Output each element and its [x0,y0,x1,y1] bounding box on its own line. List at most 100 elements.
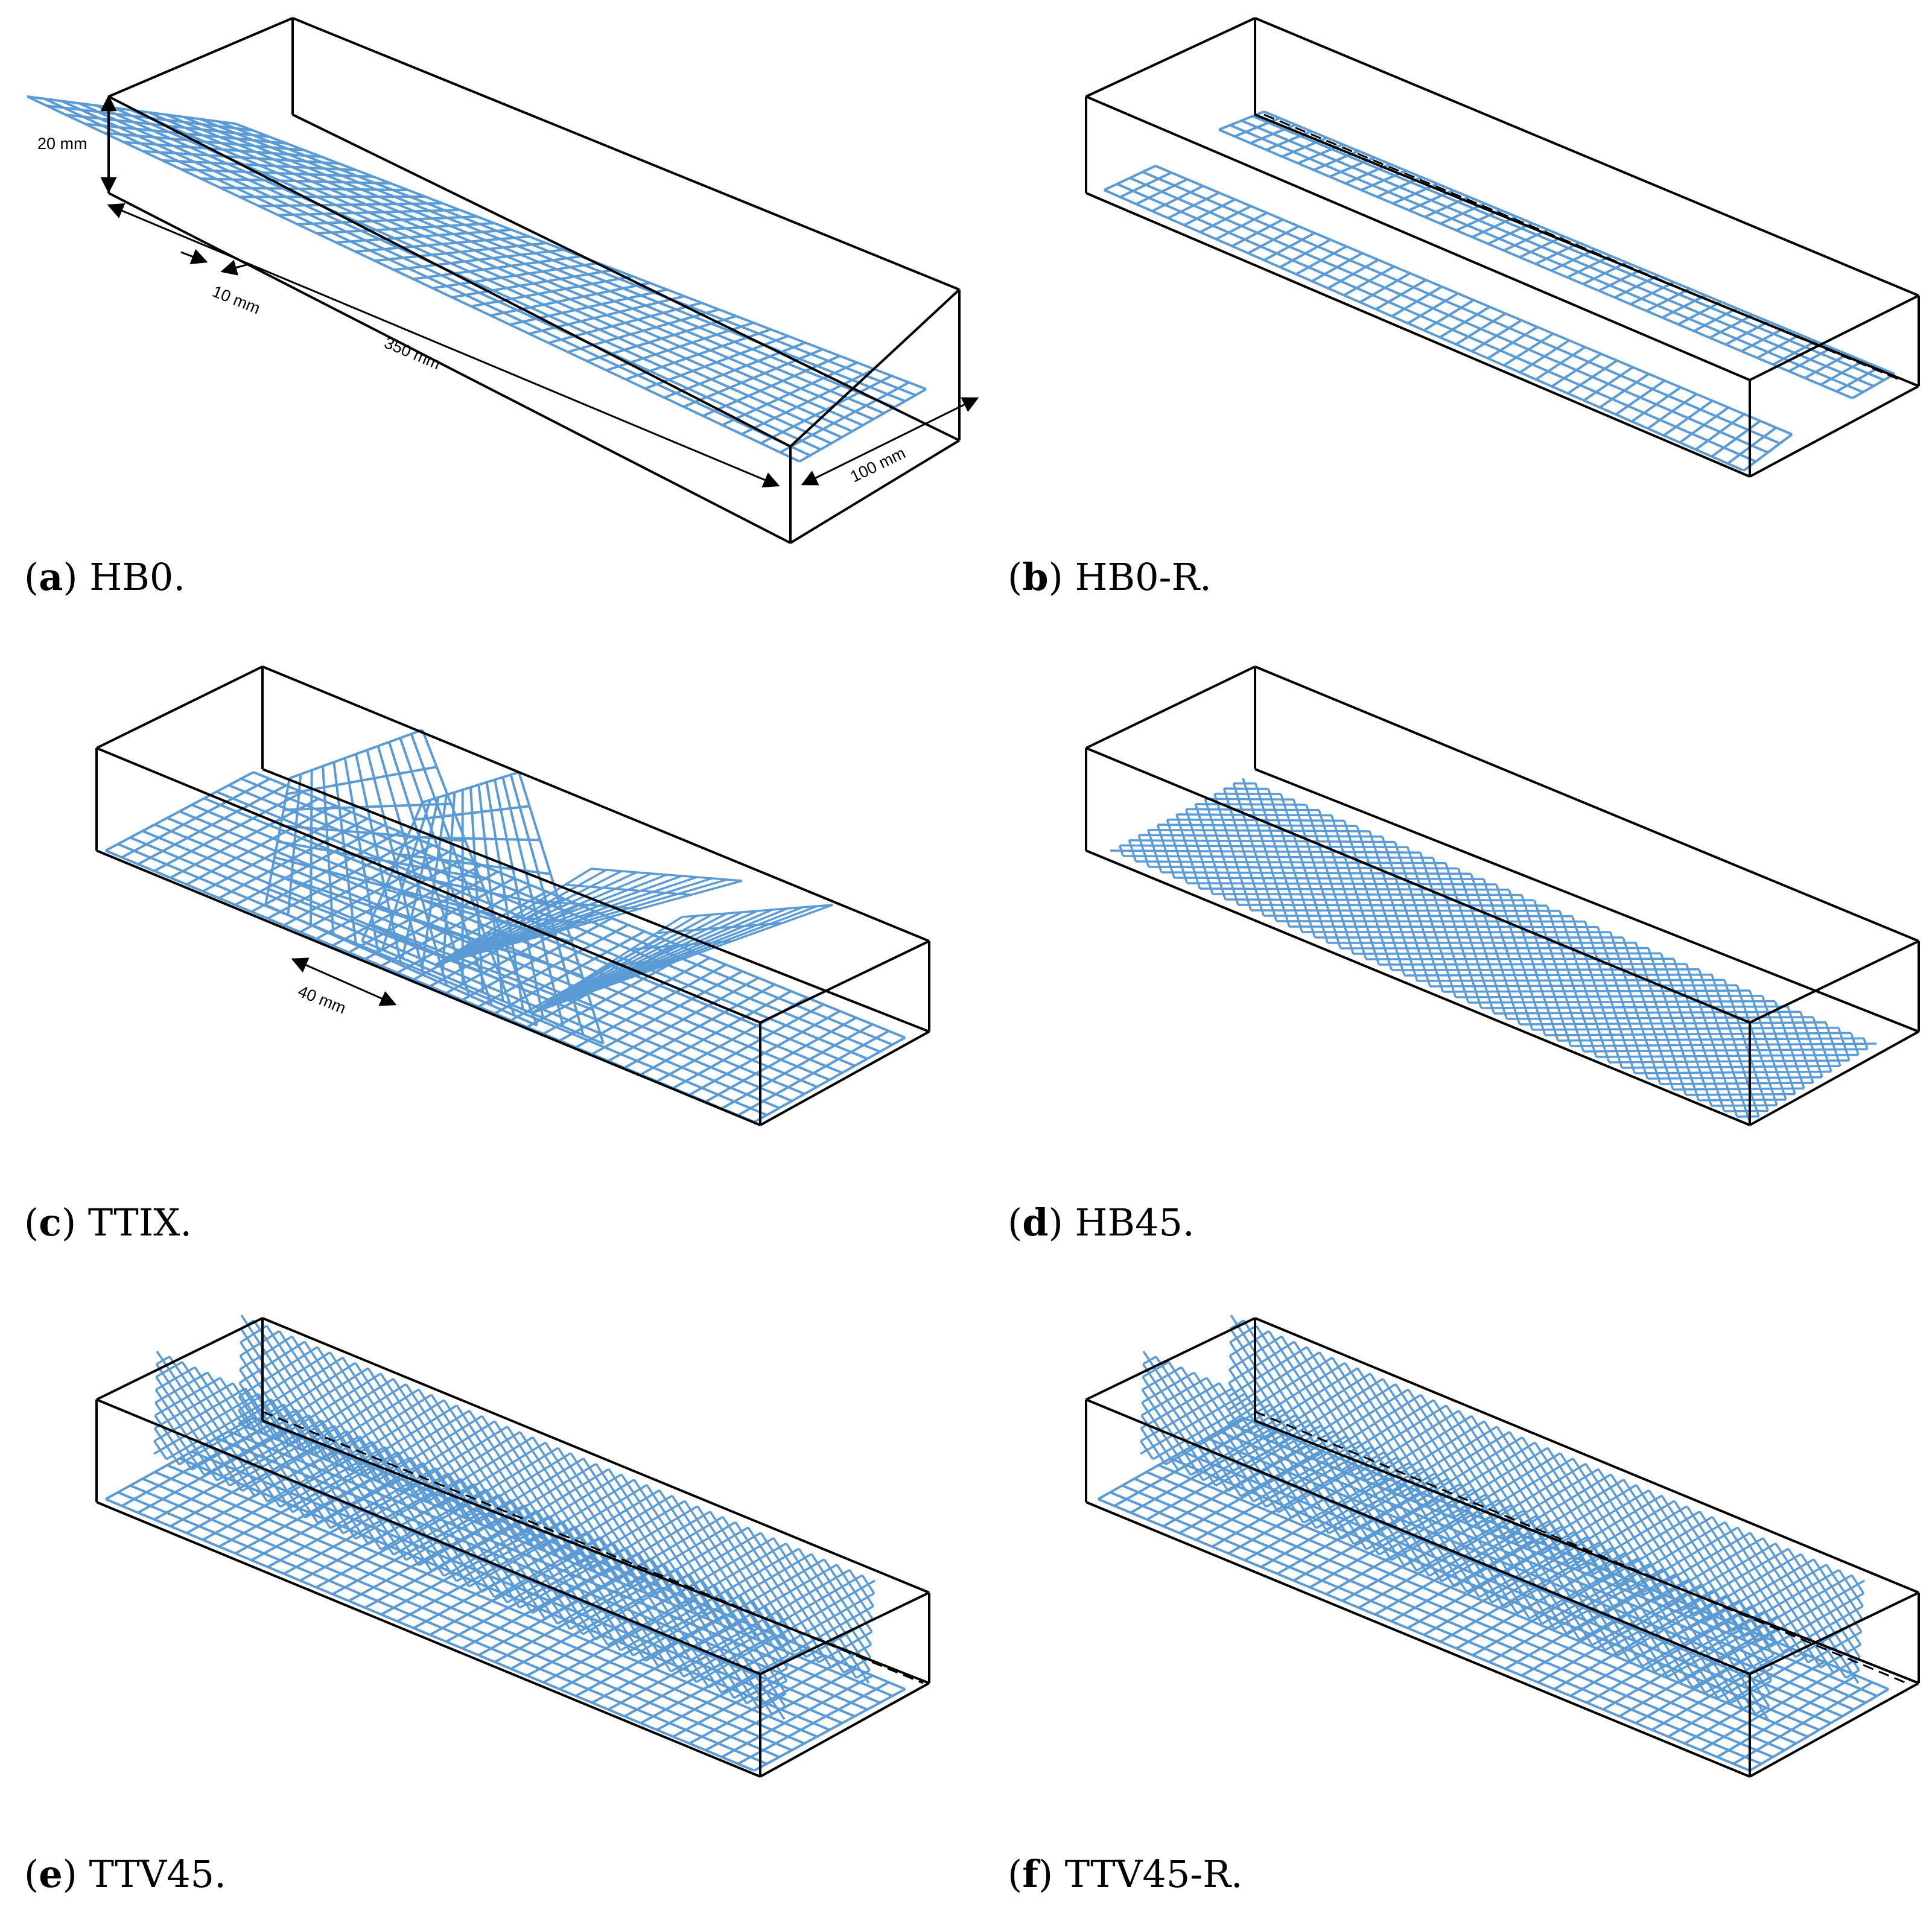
box-edge [1254,665,1919,942]
box-edge [96,1398,761,1675]
mesh-wire [1252,115,1885,381]
mesh-wire [1648,1489,1746,1637]
mesh-wire [392,871,562,909]
mesh-wire [1242,778,1291,927]
mesh-wire [570,1452,669,1601]
mesh-wire [582,1457,681,1606]
box-edge [1254,17,1919,297]
mesh-wire [392,1378,492,1528]
mesh-wire [1596,1053,1859,1058]
mesh-wire [1737,1527,1834,1673]
mesh-wire [771,1705,786,1715]
mesh-wire [1736,985,1778,1106]
dim-offset-label: 40 mm [296,982,349,1018]
box-edge [262,1317,930,1594]
panel-f-diagram [1085,1315,1920,1778]
mesh-wire [1116,183,1756,463]
mesh-wire [240,777,893,1046]
mesh-wire [1142,171,1781,445]
dim-spacing-label: 10 mm [210,282,263,318]
box-b [1085,17,1920,478]
mesh-wire [486,931,538,939]
mesh-layer-b-top [1218,110,1895,399]
mesh-wire [1368,831,1419,982]
mesh-wire [747,1527,845,1673]
mesh-wire [1838,1569,1864,1607]
mesh-wire [1241,119,1874,387]
mesh-wire [565,883,691,896]
mesh-layer-f-base [1098,1416,1890,1772]
mesh-wire [818,1631,872,1664]
mesh-wire [1850,1032,1860,1056]
mesh-wire [1624,1552,1719,1699]
mesh-wire [1673,1087,1805,1091]
mesh-wire [861,1575,875,1594]
box-edge [1085,747,1750,1024]
mesh-wire [1845,1669,1860,1679]
mesh-wire [1636,1558,1732,1704]
mesh-wire [1749,990,1787,1100]
mesh-wire [1110,1491,1762,1765]
mesh-wire [646,1484,744,1632]
mesh-wire [1496,1426,1595,1575]
box-edge [1749,1030,1919,1126]
mesh-wire [1837,1027,1851,1061]
caption-c: (c) TTIX. [24,1200,192,1245]
mesh-wire [1381,836,1431,987]
mesh-wire [1583,1048,1868,1053]
mesh-wire [663,1563,760,1710]
mesh-wire [688,1573,786,1720]
mesh-wire [1610,1474,1708,1622]
box-edge [1749,385,1919,478]
mesh-wire [722,1516,819,1663]
mesh-wire [1142,1351,1242,1497]
mesh-wire [130,1484,780,1759]
mesh-wire [1343,820,1393,971]
mesh-wire [1686,1505,1784,1653]
mesh-wire [785,1543,871,1671]
mesh-wire [1218,128,1853,399]
box-edge [1254,768,1919,1033]
mesh-wire [1609,1059,1850,1064]
mesh-wire [1122,1484,1774,1759]
mesh-wire [1158,1464,1808,1738]
mesh-wire [1242,1319,1343,1471]
box-edge [1085,192,1750,478]
box-edge [1085,17,1256,98]
mesh-wire [1800,1553,1862,1646]
mesh-wire [1229,124,1864,393]
mesh-wire [399,853,551,875]
box-edge [1085,1317,1256,1401]
mesh-wire [253,1319,353,1471]
mesh-wire [105,1498,755,1772]
box-edge [1254,113,1919,387]
mesh-layer-e-v1 [153,1351,791,1720]
mesh-wire [1685,963,1738,1117]
mesh-wire [1268,1330,1368,1482]
mesh-wire [701,1579,786,1707]
box-e [95,1317,930,1778]
mesh-wire [1444,863,1495,1014]
mesh-wire [1762,1537,1860,1684]
mesh-wire [608,1468,706,1617]
mesh-wire [1280,793,1329,944]
mesh-wire [358,1435,458,1582]
mesh-wire [1330,815,1380,965]
mesh-wire [472,1483,571,1630]
mesh-wire [599,1537,697,1683]
caption-d-label: HB45. [1075,1200,1195,1245]
mesh-wire [1635,1070,1832,1074]
mesh-wire [1482,878,1534,1030]
caption-f-letter: f [1022,1852,1038,1896]
mesh-wire [1685,1093,1796,1096]
box-edge [1085,665,1256,749]
mesh-wire [1724,1521,1822,1669]
mesh-wire [1635,1484,1733,1632]
mesh-wire [1674,1573,1769,1720]
mesh-wire [1318,810,1367,960]
caption-b-label: HB0-R. [1075,555,1212,599]
mesh-wire [620,1474,719,1622]
caption-d: (d) HB45. [1008,1200,1195,1245]
mesh-wire [1609,931,1662,1085]
mesh-wire [1182,1450,1831,1725]
